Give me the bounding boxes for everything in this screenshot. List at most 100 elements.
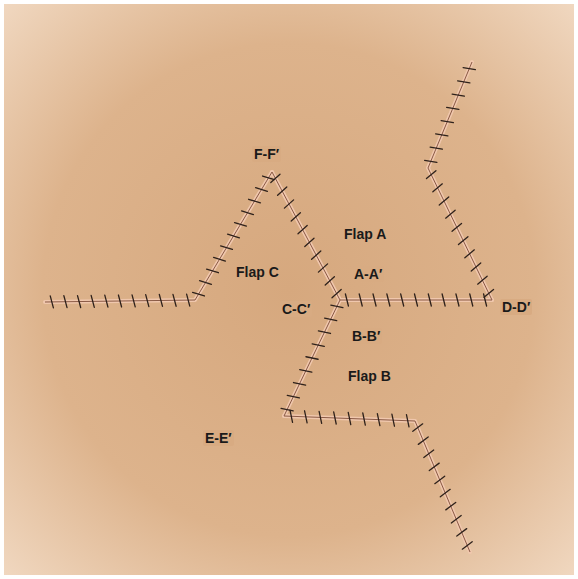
suture-stitch [442,294,445,306]
part-label: F-F′ [252,146,281,162]
part-label: Flap B [346,368,393,384]
suture-stitch [470,294,473,306]
suture-stitch [471,263,480,271]
suture-stitch [281,408,293,411]
suture-stitch [287,395,299,398]
suture-stitch [221,246,233,250]
incision-line [272,172,340,300]
part-label: D-D′ [500,299,532,315]
suture-stitch [300,370,312,373]
suture-stitch [462,542,472,549]
suture-stitch [439,197,448,205]
suture-stitch [441,121,453,123]
suture-stitch [305,411,308,423]
suture-stitch [173,294,176,306]
suture-stitch [214,257,226,261]
suture-stitch [433,184,442,192]
suture-stitch [478,276,487,284]
suture-stitch [426,171,435,179]
suture-stitch [456,294,459,306]
suture-stitch [435,476,445,483]
suture-lines [45,62,494,552]
suture-stitch [118,295,121,307]
suture-stitch [359,294,362,306]
suture-stitch [91,295,94,307]
suture-stitch [387,294,390,306]
incision-line [45,172,272,302]
incision-line [284,300,340,416]
suture-stitch [413,424,423,431]
incision-line [45,172,272,302]
suture-stitch [325,277,334,285]
suture-stitch [452,223,461,231]
suture-stitch [200,281,212,285]
suture-stitch [319,411,322,423]
suture-stitch [451,516,461,523]
suture-stitch [428,294,431,306]
suture-stitch [105,295,108,307]
suture-stitch [312,344,324,347]
suture-stitch [463,68,475,70]
incision-line [428,62,492,300]
suture-stitch [430,147,442,149]
suture-stitch [484,289,493,297]
suture-stitch [193,292,205,296]
suture-stitch [377,414,380,426]
suture-stitch [425,160,437,162]
suture-stitch [401,294,404,306]
incision-line [284,416,470,552]
part-label: Flap C [234,264,281,280]
part-label: Flap A [342,226,388,242]
suture-stitch [334,412,337,424]
suture-stitch [291,213,300,221]
part-label: C-C′ [280,301,312,317]
suture-stitch [436,134,448,136]
suture-stitch [64,296,67,308]
suture-stitch [363,413,366,425]
suture-stitch [312,251,321,259]
suture-stitch [187,294,190,306]
suture-stitch [256,188,268,192]
part-label: B-B′ [350,328,382,344]
suture-stitch [373,294,376,306]
part-label: E-E′ [203,430,234,446]
suture-stitch [318,331,330,334]
suture-stitch [284,200,293,208]
suture-stitch [446,210,455,218]
suture-stitch [446,502,456,509]
incision-line [284,300,340,416]
suture-stitch [465,250,474,258]
suture-stitch [457,529,467,536]
suture-stitch [294,383,306,386]
suture-stitch [418,437,428,444]
suture-stitch [132,295,135,307]
suture-stitch [207,269,219,273]
suture-stitch [146,295,149,307]
suture-stitch [348,412,351,424]
suture-stitch [331,305,343,308]
suture-stitch [249,199,261,203]
suture-stitch [305,238,314,246]
suture-stitch [424,450,434,457]
suture-stitch [392,414,395,426]
suture-stitch [458,237,467,245]
incision-line [272,172,340,300]
suture-stitch [447,107,459,109]
skin-ground [4,4,574,575]
suture-stitch [406,415,409,427]
suture-stitch [332,289,341,297]
part-label: A-A′ [352,266,384,282]
suture-stitch [429,463,439,470]
suture-stitch [325,318,337,321]
suture-stitch [228,234,240,238]
suture-stitch [78,296,81,308]
suture-stitch [415,294,418,306]
suture-stitch [159,294,162,306]
suture-stitch [235,223,247,227]
suture-stitch [306,357,318,360]
suture-stitch [318,264,327,272]
suture-stitch [50,296,53,308]
suture-stitch [452,94,464,96]
suture-stitch [278,187,287,195]
suture-stitch [271,174,280,182]
